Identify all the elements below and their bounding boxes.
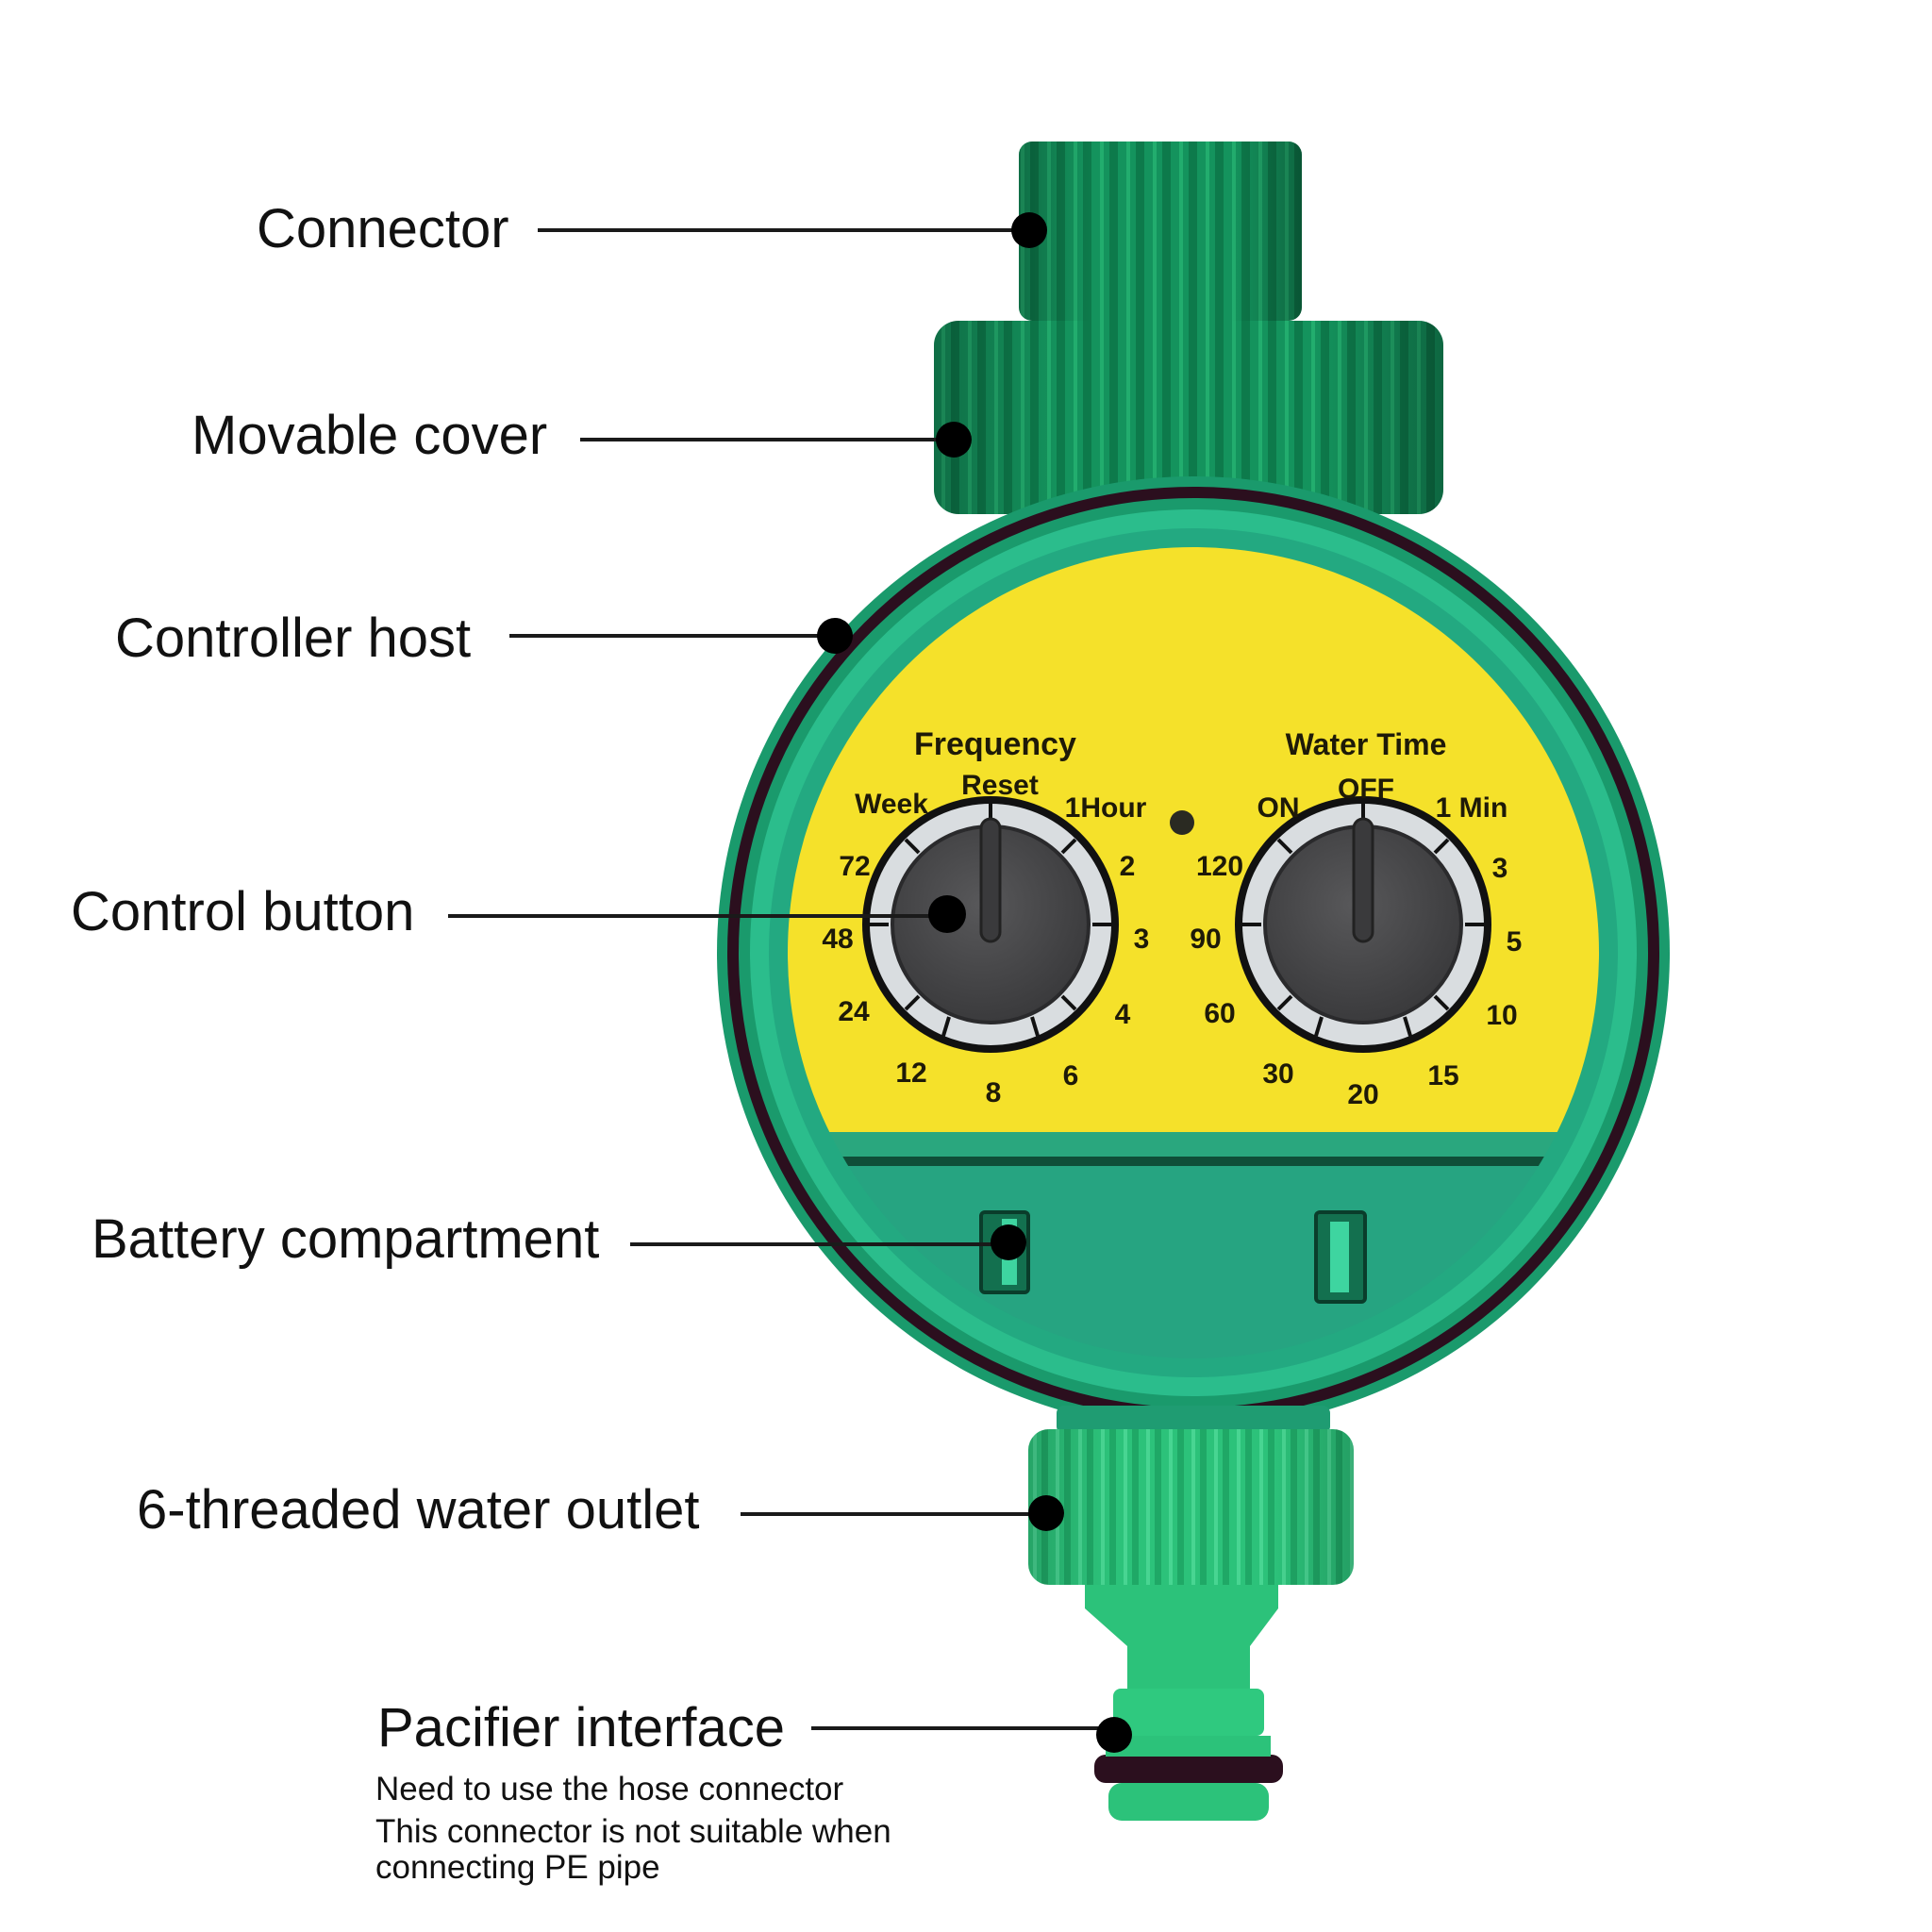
leader-line-pacifier-interface — [811, 1726, 1113, 1730]
callout-dot-connector — [1011, 212, 1047, 248]
callout-label-water-outlet: 6-threaded water outlet — [137, 1479, 700, 1541]
callout-dot-movable-cover — [936, 422, 972, 458]
callout-label-movable-cover: Movable cover — [192, 405, 548, 466]
leader-line-battery-compartment — [630, 1242, 1008, 1246]
leader-line-movable-cover — [580, 438, 953, 441]
water-time-dial — [1235, 796, 1491, 1053]
svg-text:72: 72 — [839, 851, 870, 882]
callout-label-battery-compartment: Battery compartment — [92, 1208, 600, 1270]
svg-text:5: 5 — [1507, 926, 1523, 958]
svg-text:Frequency: Frequency — [914, 726, 1076, 762]
pacifier-note-line-1: Need to use the hose connector — [375, 1771, 844, 1807]
svg-text:OFF: OFF — [1338, 774, 1394, 805]
pacifier-note-line-3: connecting PE pipe — [375, 1849, 660, 1886]
svg-text:15: 15 — [1427, 1060, 1458, 1091]
svg-text:10: 10 — [1486, 1000, 1517, 1031]
callout-dot-water-outlet — [1028, 1495, 1064, 1531]
svg-text:Water Time: Water Time — [1286, 727, 1447, 761]
svg-text:2: 2 — [1120, 851, 1136, 882]
svg-text:3: 3 — [1492, 853, 1508, 884]
svg-text:12: 12 — [895, 1058, 926, 1089]
callout-dot-controller-host — [817, 618, 853, 654]
leader-line-controller-host — [509, 634, 840, 638]
pacifier-note-line-2: This connector is not suitable when — [375, 1813, 891, 1850]
callout-dot-battery-compartment — [991, 1224, 1026, 1260]
svg-text:48: 48 — [822, 924, 853, 955]
callout-label-connector: Connector — [257, 198, 509, 259]
pacifier-interface-part — [1085, 1585, 1283, 1821]
svg-text:24: 24 — [838, 996, 870, 1027]
svg-text:30: 30 — [1262, 1058, 1293, 1090]
controller-host-part — [717, 476, 1670, 1429]
svg-text:Week: Week — [855, 789, 928, 820]
movable-cover-part — [934, 321, 1443, 514]
callout-dot-pacifier-interface — [1096, 1717, 1132, 1753]
leader-line-control-button — [448, 914, 948, 918]
callout-label-pacifier-interface: Pacifier interface — [377, 1697, 785, 1758]
frequency-dial-labels: Frequency Reset Week 1Hour 2 3 4 6 8 12 … — [822, 726, 1149, 1108]
frequency-dial — [862, 796, 1119, 1053]
water-outlet-part — [1028, 1406, 1354, 1585]
svg-text:ON: ON — [1257, 792, 1300, 824]
svg-text:4: 4 — [1115, 999, 1131, 1030]
svg-text:6: 6 — [1063, 1060, 1079, 1091]
svg-text:8: 8 — [986, 1077, 1002, 1108]
callout-label-control-button: Control button — [71, 881, 415, 942]
leader-line-water-outlet — [741, 1512, 1042, 1516]
svg-text:3: 3 — [1134, 924, 1150, 955]
connector-part — [1019, 142, 1302, 321]
leader-line-connector — [538, 228, 1028, 232]
callout-dot-control-button — [928, 895, 966, 933]
svg-text:Reset: Reset — [961, 770, 1039, 801]
water-time-dial-labels: Water Time OFF ON 1 Min 3 5 10 15 20 30 … — [1190, 727, 1522, 1110]
indicator-led — [1170, 810, 1194, 835]
callout-label-controller-host: Controller host — [115, 608, 472, 669]
svg-text:20: 20 — [1347, 1079, 1378, 1110]
svg-text:60: 60 — [1204, 998, 1235, 1029]
svg-text:1Hour: 1Hour — [1065, 792, 1147, 824]
svg-text:120: 120 — [1196, 851, 1243, 882]
svg-text:1 Min: 1 Min — [1436, 792, 1508, 824]
svg-text:90: 90 — [1190, 924, 1221, 955]
